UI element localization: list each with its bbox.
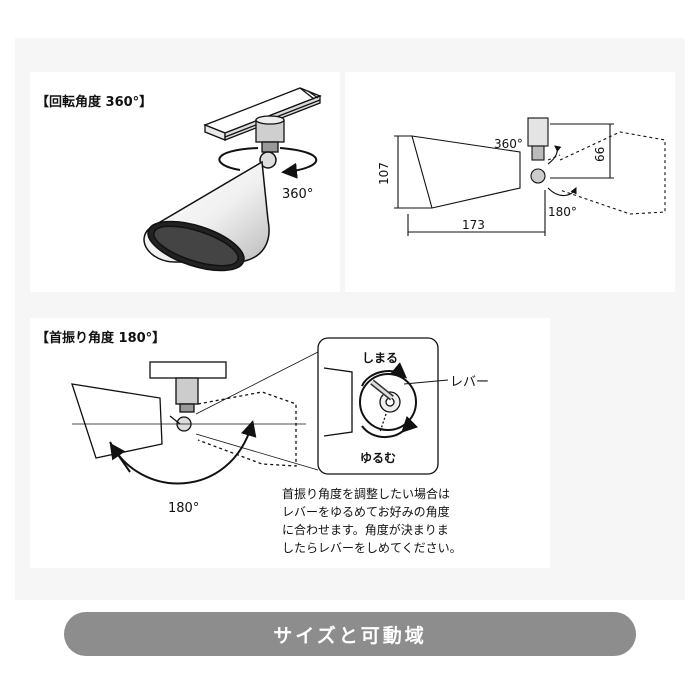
instruction-line: したらレバーをしめてください。 [282, 541, 462, 555]
rotation-angle-label: 360° [282, 187, 313, 202]
instruction-line: に合わせます。角度が決まりま [282, 522, 449, 537]
dim-rotate: 360° [494, 137, 523, 151]
track-adapter [255, 115, 285, 153]
dim-offset: 66 [593, 147, 607, 162]
instruction-line: レバーをゆるめてお好みの角度 [282, 504, 450, 519]
rotation-arrow [218, 147, 317, 179]
caption-bar: サイズと可動域 [64, 612, 636, 656]
rotation-heading: 【回転角度 360°】 [36, 94, 152, 110]
zoom-box [317, 337, 449, 475]
tilt-heading: 【首振り角度 180°】 [36, 330, 165, 346]
tilt-drawing [71, 351, 319, 485]
tilt-instructions: 首振り角度を調整したい場合は レバーをゆるめてお好みの角度 に合わせます。角度が… [282, 486, 462, 555]
spotlight-body [143, 151, 277, 272]
tilt-angle-label: 180° [168, 501, 199, 516]
lever-label: レバー [450, 375, 489, 390]
dim-width: 173 [462, 218, 485, 232]
dimension-drawing [394, 117, 666, 236]
instruction-line: 首振り角度を調整したい場合は [282, 486, 450, 501]
dim-tilt: 180° [548, 205, 577, 219]
loosen-label: ゆるむ [360, 451, 396, 465]
caption-text: サイズと可動域 [273, 624, 427, 647]
dim-height: 107 [377, 162, 391, 185]
tighten-label: しまる [362, 351, 398, 365]
